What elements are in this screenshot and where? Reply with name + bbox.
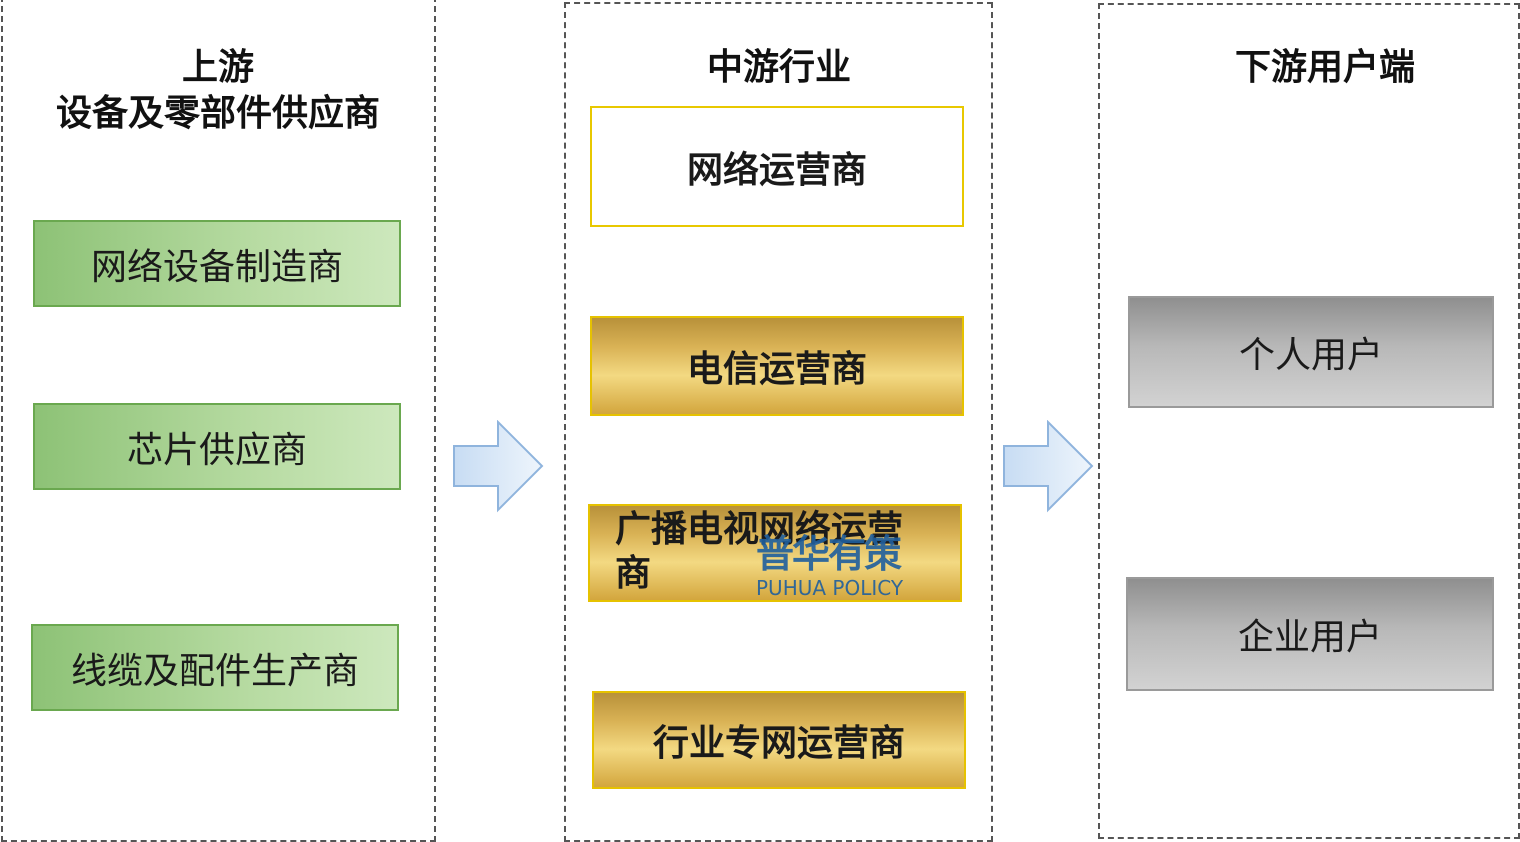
upstream-item-cable: 线缆及配件生产商 <box>31 624 399 711</box>
downstream-item-enterprise: 企业用户 <box>1126 577 1494 691</box>
arrow-right-icon <box>1003 420 1094 513</box>
upstream-item-network-equipment: 网络设备制造商 <box>33 220 401 307</box>
upstream-subtitle: 设备及零部件供应商 <box>55 93 380 134</box>
midstream-item-telecom: 电信运营商 <box>590 316 964 416</box>
upstream-item-label: 线缆及配件生产商 <box>70 650 359 692</box>
downstream-column <box>1098 3 1520 839</box>
midstream-item-broadcast: 广播电视网络运营商 <box>588 504 962 602</box>
midstream-item-network-operator: 网络运营商 <box>590 106 964 227</box>
midstream-item-label: 网络运营商 <box>686 149 867 191</box>
upstream-item-label: 网络设备制造商 <box>90 246 343 288</box>
downstream-item-personal: 个人用户 <box>1128 296 1494 408</box>
midstream-item-label: 行业专网运营商 <box>652 723 905 764</box>
midstream-title: 中游行业 <box>706 47 851 88</box>
downstream-item-label: 企业用户 <box>1237 617 1382 658</box>
downstream-title: 下游用户端 <box>1234 47 1415 88</box>
midstream-item-industry-network: 行业专网运营商 <box>592 691 966 789</box>
upstream-title: 上游 <box>181 47 254 88</box>
downstream-item-label: 个人用户 <box>1238 335 1383 376</box>
midstream-item-label: 广播电视网络运营商 <box>615 509 904 594</box>
arrow-right-icon <box>453 420 544 513</box>
upstream-item-label: 芯片供应商 <box>126 429 307 471</box>
upstream-item-chip: 芯片供应商 <box>33 403 401 490</box>
midstream-item-label: 电信运营商 <box>686 349 867 390</box>
